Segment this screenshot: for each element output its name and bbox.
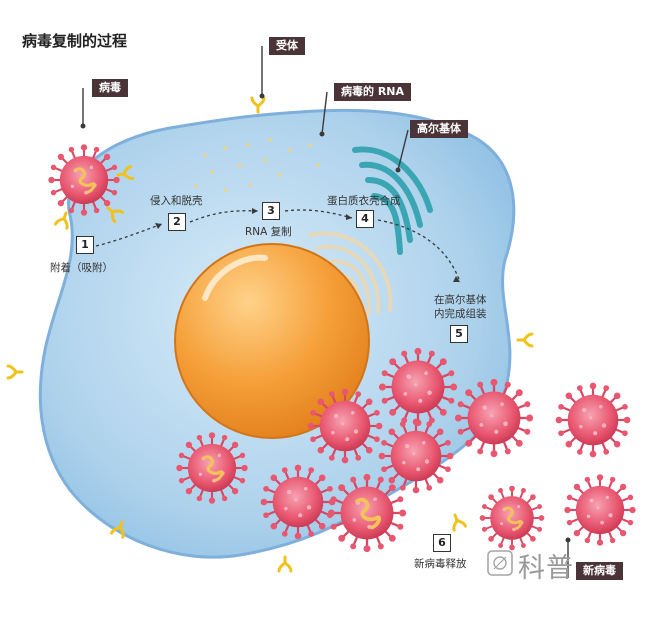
- step-5-label-line2: 内完成组装: [434, 308, 487, 320]
- label-viral-rna: 病毒的 RNA: [334, 83, 412, 101]
- step-1-label: 附着（吸附）: [50, 262, 113, 274]
- label-receptor: 受体: [269, 37, 305, 55]
- step-2-number: 2: [168, 213, 186, 231]
- step-1-number: 1: [76, 236, 94, 254]
- watermark-text: 科普: [518, 553, 574, 584]
- step-4-label: 蛋白质衣壳合成: [327, 195, 401, 207]
- label-new-virus: 新病毒: [576, 562, 623, 580]
- label-golgi: 高尔基体: [410, 120, 468, 138]
- step-2-label: 侵入和脱壳: [150, 195, 203, 207]
- step-3-label: RNA 复制: [245, 226, 292, 238]
- step-5-label-line1: 在高尔基体: [434, 294, 487, 306]
- step-3-number: 3: [262, 202, 280, 220]
- watermark-logo-icon: [487, 550, 513, 576]
- nucleus: [174, 243, 370, 439]
- step-4-number: 4: [356, 210, 374, 228]
- step-6-label: 新病毒释放: [414, 558, 467, 570]
- step-5-number: 5: [450, 325, 468, 343]
- step-6-number: 6: [433, 534, 451, 552]
- label-virus: 病毒: [92, 79, 128, 97]
- page-title: 病毒复制的过程: [22, 32, 128, 50]
